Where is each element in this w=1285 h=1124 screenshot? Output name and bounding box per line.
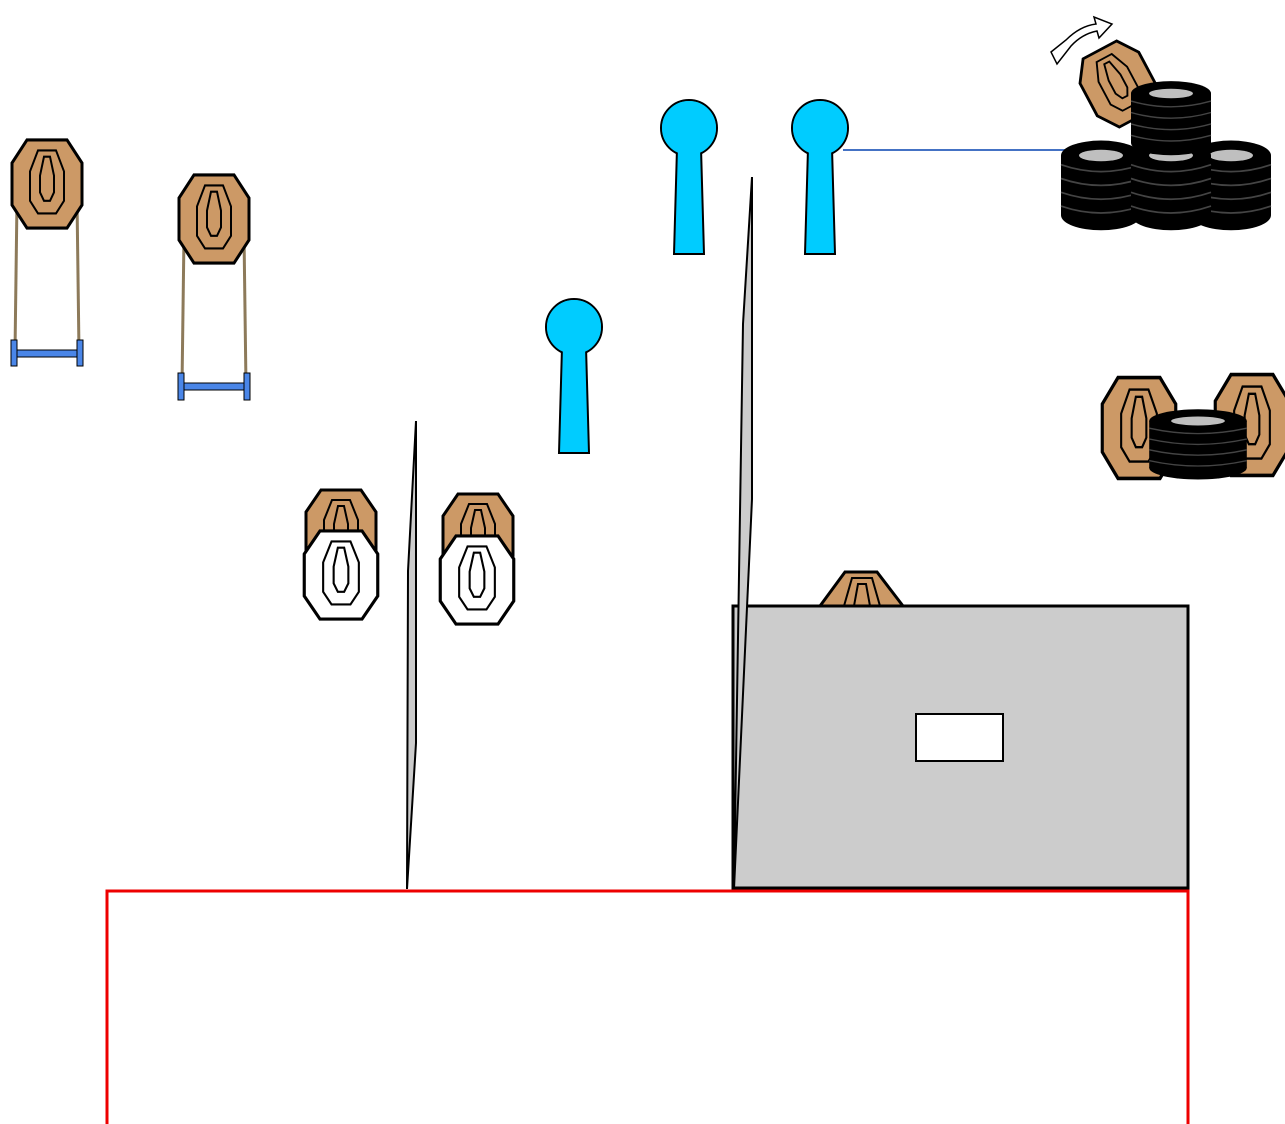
fault-line	[105, 889, 1190, 1124]
swing-arrow-icon	[1050, 15, 1114, 66]
stand-target-1	[10, 138, 84, 367]
wall-left	[406, 420, 417, 890]
tire-with-targets	[1100, 372, 1285, 481]
target-with-no-shoot-left	[302, 488, 380, 621]
wall-center	[733, 176, 753, 890]
target-with-no-shoot-right	[438, 492, 516, 626]
popper-center	[545, 298, 603, 454]
popper-left	[660, 99, 718, 255]
hidden-target-behind-wall	[817, 570, 907, 608]
port-opening	[915, 713, 1004, 762]
popper-right	[791, 99, 849, 255]
stand-target-2	[177, 173, 251, 401]
